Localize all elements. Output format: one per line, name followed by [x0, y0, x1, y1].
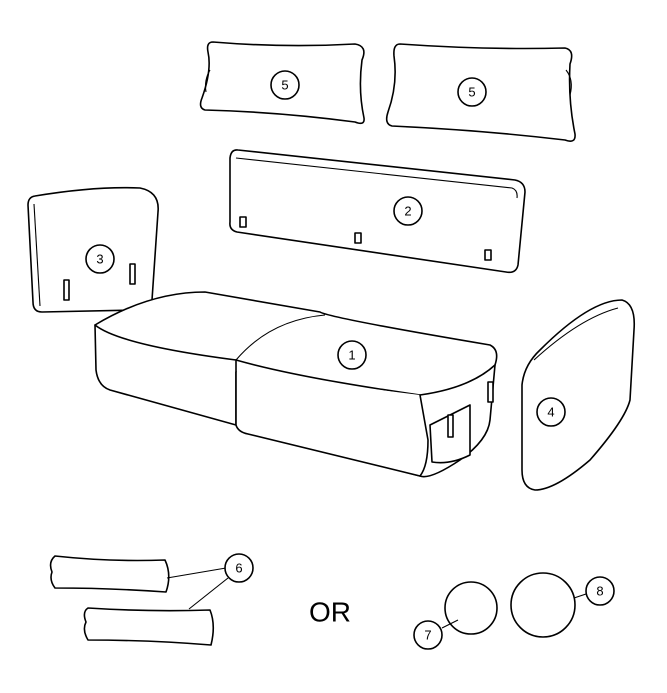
- label-1: 1: [348, 348, 355, 363]
- pillow-right: 5: [385, 43, 576, 142]
- label-4: 4: [547, 405, 554, 420]
- label-6: 6: [235, 561, 242, 576]
- large-ball: 8: [510, 572, 615, 638]
- label-8: 8: [596, 584, 603, 599]
- left-side-panel: 3: [27, 186, 159, 313]
- right-armrest: 4: [521, 299, 636, 491]
- bolsters: 6: [49, 553, 254, 646]
- label-5b: 5: [468, 85, 475, 100]
- small-ball: 7: [413, 581, 498, 650]
- seat-base: 1: [94, 291, 498, 478]
- label-2: 2: [404, 204, 411, 219]
- label-7: 7: [424, 628, 431, 643]
- pillow-left: 5: [199, 41, 365, 125]
- label-3: 3: [96, 252, 103, 267]
- label-5a: 5: [281, 78, 288, 93]
- backrest: 2: [229, 149, 526, 274]
- or-text: OR: [309, 597, 351, 628]
